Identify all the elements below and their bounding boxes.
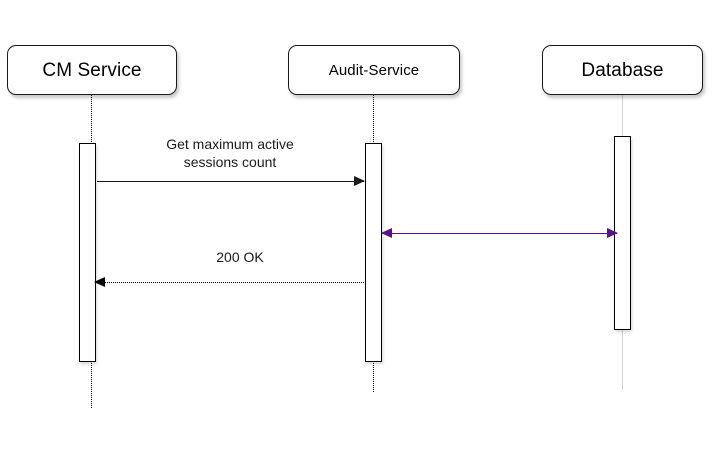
message-label-get-max-active-sessions: Get maximum active sessions count xyxy=(166,136,294,170)
participant-audit-service[interactable]: Audit-Service xyxy=(288,45,460,95)
message-shaft xyxy=(97,181,364,182)
participant-label-database: Database xyxy=(581,59,664,81)
arrowhead-left-icon xyxy=(94,277,105,287)
message-label-return-200-ok: 200 OK xyxy=(216,249,264,265)
message-shaft xyxy=(382,233,617,234)
arrowhead-right-icon xyxy=(354,176,365,186)
participant-label-audit-service: Audit-Service xyxy=(328,61,420,79)
message-shaft xyxy=(95,282,366,283)
arrowhead-right-icon xyxy=(607,228,618,238)
arrowhead-left-icon xyxy=(381,228,392,238)
participant-database[interactable]: Database xyxy=(542,45,703,95)
participant-cm-service[interactable]: CM Service xyxy=(7,45,177,95)
participant-label-cm-service: CM Service xyxy=(42,59,142,81)
activation-bar-audit-service[interactable] xyxy=(365,143,382,362)
activation-bar-cm-service[interactable] xyxy=(79,143,96,362)
